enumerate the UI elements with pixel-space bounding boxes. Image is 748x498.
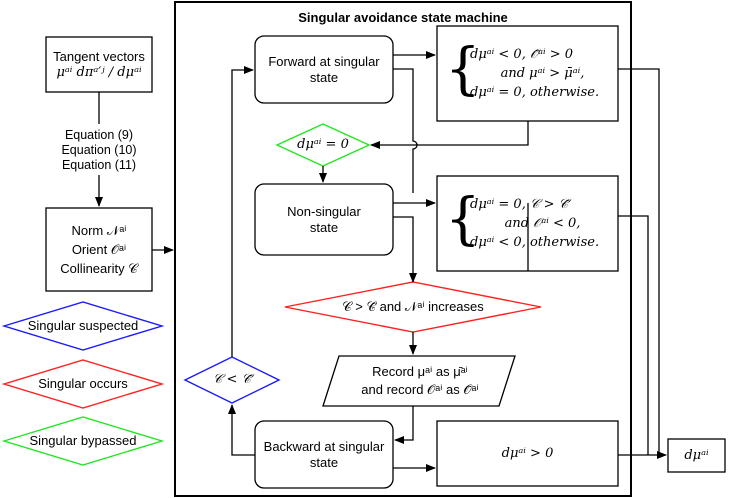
zero-condition-label: dμᵃⁱ = 0 bbox=[297, 137, 349, 152]
state-machine-frame bbox=[174, 1, 632, 497]
zero-condition-diamond bbox=[275, 123, 371, 167]
final-output-box bbox=[667, 438, 726, 473]
final-output-label: dμᵃⁱ bbox=[684, 447, 709, 463]
backward-state-label: Backward at singular state bbox=[263, 438, 385, 470]
nonsingular-output-text: dμᵃⁱ = 0, 𝒞 > 𝒞̄ and 𝒪ᵃⁱ < 0, dμᵃⁱ < 0, … bbox=[470, 195, 615, 252]
diagram-title: Singular avoidance state machine bbox=[298, 10, 508, 25]
record-line-1: Record μᵃⁱ as μ̄ᵃⁱ bbox=[372, 364, 468, 379]
legend-occurs-label: Singular occurs bbox=[38, 376, 128, 391]
tangent-box-text: Tangent vectors μᵃⁱ dπᵃ′ʲ / dμᵃⁱ bbox=[46, 37, 152, 92]
record-line-2: and record 𝒪ᵃⁱ as 𝒪̄ᵃⁱ bbox=[361, 382, 479, 397]
norm-label: Norm 𝒩ᵃⁱ bbox=[71, 223, 127, 238]
legend-bypassed-label: Singular bypassed bbox=[29, 433, 137, 448]
norm-box bbox=[45, 207, 153, 292]
equation-9: Equation (9) bbox=[64, 127, 134, 142]
legend-suspected-diamond bbox=[1, 301, 165, 351]
equation-list: Equation (9) Equation (10) Equation (11) bbox=[40, 126, 158, 174]
legend-occurs-diamond bbox=[1, 359, 165, 409]
forward-output-line-2: and μᵃⁱ > μ̄ᵃⁱ, bbox=[500, 66, 585, 81]
norm-box-text: Norm 𝒩ᵃⁱ Orient 𝒪ᵃⁱ Collinearity 𝒞 bbox=[46, 208, 152, 291]
nonsingular-output-line-2: and 𝒪ᵃⁱ < 0, bbox=[504, 216, 581, 231]
legend-suspected-label: Singular suspected bbox=[27, 318, 139, 333]
nonsingular-state-box bbox=[254, 183, 394, 256]
tangent-formula: μᵃⁱ dπᵃ′ʲ / dμᵃⁱ bbox=[56, 64, 142, 80]
forward-output-brace: { bbox=[445, 37, 481, 102]
forward-output-text: dμᵃⁱ < 0, 𝒪̄ᵃⁱ > 0 and μᵃⁱ > μ̄ᵃⁱ, dμᵃⁱ … bbox=[470, 45, 615, 102]
equation-10: Equation (10) bbox=[61, 142, 137, 157]
forward-output-box bbox=[436, 25, 619, 122]
equation-11: Equation (11) bbox=[61, 157, 137, 172]
legend-bypassed-diamond bbox=[1, 416, 165, 466]
nonsingular-output-line-1: dμᵃⁱ = 0, 𝒞 > 𝒞̄ bbox=[470, 197, 569, 212]
less-condition-label: 𝒞 < 𝒞̄ bbox=[212, 372, 252, 387]
record-text: Record μᵃⁱ as μ̄ᵃⁱ and record 𝒪ᵃⁱ as 𝒪̄ᵃ… bbox=[335, 358, 505, 404]
increases-condition-diamond bbox=[284, 281, 542, 333]
backward-output-box bbox=[436, 420, 619, 487]
orient-label: Orient 𝒪ᵃⁱ bbox=[71, 242, 127, 257]
forward-output-line-3: dμᵃⁱ = 0, otherwise. bbox=[470, 85, 600, 100]
increases-condition-label: 𝒞 > 𝒞̄ and 𝒩ᵃⁱ increases bbox=[342, 299, 484, 314]
backward-output-label: dμᵃⁱ > 0 bbox=[501, 445, 554, 461]
connectors bbox=[95, 51, 667, 472]
nonsingular-state-label: Non-singular state bbox=[287, 203, 361, 235]
forward-state-label: Forward at singular state bbox=[268, 53, 380, 85]
less-condition-diamond bbox=[183, 356, 281, 404]
tangent-title: Tangent vectors bbox=[53, 48, 145, 64]
nonsingular-output-brace: { bbox=[445, 187, 481, 252]
forward-output-line-1: dμᵃⁱ < 0, 𝒪̄ᵃⁱ > 0 bbox=[470, 47, 574, 62]
record-parallelogram bbox=[322, 355, 516, 407]
collinearity-label: Collinearity 𝒞 bbox=[60, 261, 138, 276]
nonsingular-output-line-3: dμᵃⁱ < 0, otherwise. bbox=[470, 235, 600, 250]
